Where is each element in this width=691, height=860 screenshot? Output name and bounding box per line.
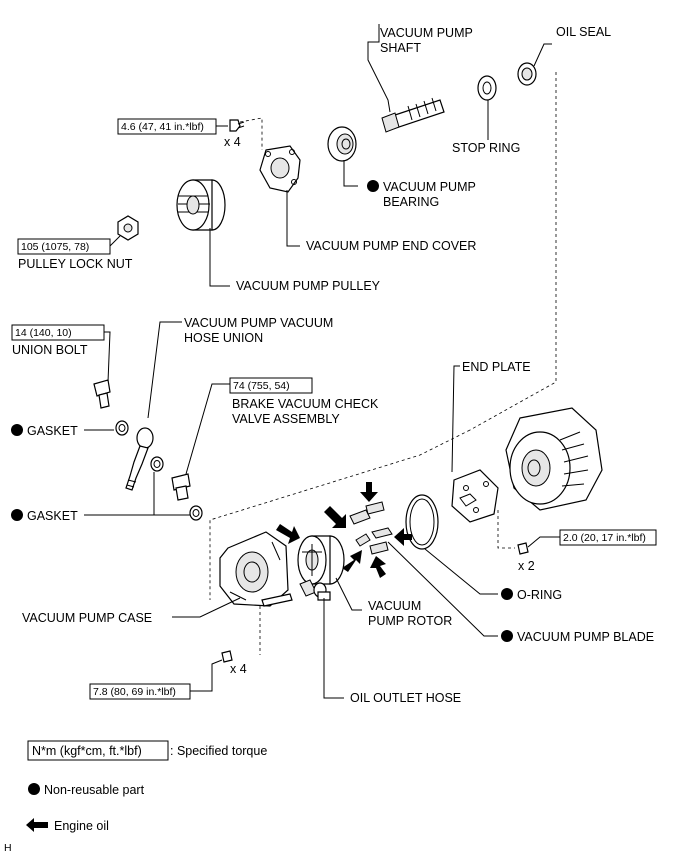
non-reusable-mark-gasket-1 (11, 424, 23, 436)
torque-union-bolt: 14 (140, 10) (15, 327, 72, 339)
legend-engine-oil-text: Engine oil (54, 819, 109, 833)
qty-end-cover-bolts: x 4 (224, 135, 241, 149)
qty-end-plate-bolts: x 2 (518, 559, 535, 573)
legend-torque-box (27, 740, 169, 761)
legend-torque-text: N*m (kgf*cm, ft.*lbf) (32, 744, 142, 758)
end-cover-bolt (229, 119, 245, 132)
gasket-union-bolt (115, 420, 129, 436)
label-rotor-1: VACUUM (368, 599, 421, 613)
vacuum-pump-bearing (327, 126, 358, 187)
torque-box-check-valve (229, 377, 313, 394)
label-check-valve-1: BRAKE VACUUM CHECK (232, 397, 379, 411)
torque-end-plate: 2.0 (20, 17 in.*lbf) (563, 532, 646, 544)
brake-vacuum-check-valve (171, 473, 191, 501)
o-ring (405, 494, 439, 550)
axis-line-end-plate-bolt (497, 510, 515, 549)
label-pulley: VACUUM PUMP PULLEY (236, 279, 381, 293)
vacuum-pump-rotor (297, 535, 362, 611)
label-check-valve-2: VALVE ASSEMBLY (232, 412, 340, 426)
label-pump-case: VACUUM PUMP CASE (22, 611, 152, 625)
gasket-check-valve-upper (150, 456, 164, 472)
alternator-body (505, 407, 603, 511)
pulley-lock-nut (117, 215, 139, 241)
label-rotor-2: PUMP ROTOR (368, 614, 452, 628)
torque-case-bolt: 7.8 (80, 69 in.*lbf) (93, 686, 176, 698)
non-reusable-mark-blade (501, 630, 513, 642)
vacuum-pump-shaft (367, 24, 445, 133)
end-plate-bolt (517, 542, 529, 555)
label-pulley-lock-nut: PULLEY LOCK NUT (18, 257, 133, 271)
torque-end-cover: 4.6 (47, 41 in.*lbf) (121, 121, 204, 133)
label-end-plate: END PLATE (462, 360, 531, 374)
label-gasket-1: GASKET (27, 424, 78, 438)
axis-line-end-cover-bolt (239, 117, 263, 150)
label-vacuum-pump-shaft-2: SHAFT (380, 41, 421, 55)
torque-check-valve: 74 (755, 54) (233, 380, 290, 392)
label-bearing-2: BEARING (383, 195, 439, 209)
union-bolt (93, 379, 111, 409)
gasket-check-valve-lower (189, 505, 203, 521)
label-hose-union-2: HOSE UNION (184, 331, 263, 345)
vacuum-pump-case (219, 531, 293, 607)
label-gasket-2: GASKET (27, 509, 78, 523)
label-blade: VACUUM PUMP BLADE (517, 630, 654, 644)
label-o-ring: O-RING (517, 588, 562, 602)
engine-oil-arrows (276, 482, 412, 578)
vacuum-pump-end-cover (259, 145, 301, 247)
non-reusable-mark-gasket-2 (11, 509, 23, 521)
non-reusable-mark-o-ring (501, 588, 513, 600)
vacuum-pump-vacuum-hose-union (125, 427, 154, 491)
stop-ring (477, 75, 497, 140)
qty-case-bolts: x 4 (230, 662, 247, 676)
end-plate (451, 469, 499, 523)
legend-non-reusable-icon (28, 783, 40, 795)
axis-line-main (209, 72, 557, 600)
label-union-bolt: UNION BOLT (12, 343, 88, 357)
label-end-cover: VACUUM PUMP END COVER (306, 239, 476, 253)
label-stop-ring: STOP RING (452, 141, 520, 155)
label-oil-outlet-hose: OIL OUTLET HOSE (350, 691, 461, 705)
non-reusable-mark-bearing (367, 180, 379, 192)
legend-non-reusable-text: Non-reusable part (44, 783, 145, 797)
oil-seal (517, 43, 552, 86)
corner-mark: H (4, 842, 12, 854)
legend-torque-desc: : Specified torque (170, 744, 267, 758)
case-bolt (221, 650, 233, 663)
vacuum-pump-pulley (176, 179, 230, 287)
label-hose-union-1: VACUUM PUMP VACUUM (184, 316, 333, 330)
label-oil-seal: OIL SEAL (556, 25, 611, 39)
vacuum-pump-blades (349, 501, 393, 555)
label-bearing-1: VACUUM PUMP (383, 180, 476, 194)
legend: N*m (kgf*cm, ft.*lbf) : Specified torque… (26, 740, 267, 833)
legend-engine-oil-icon (26, 818, 48, 832)
oil-outlet-hose (299, 579, 344, 699)
torque-pulley-nut: 105 (1075, 78) (21, 241, 89, 253)
torque-box-pulley-nut (17, 238, 111, 255)
label-vacuum-pump-shaft-1: VACUUM PUMP (380, 26, 473, 40)
